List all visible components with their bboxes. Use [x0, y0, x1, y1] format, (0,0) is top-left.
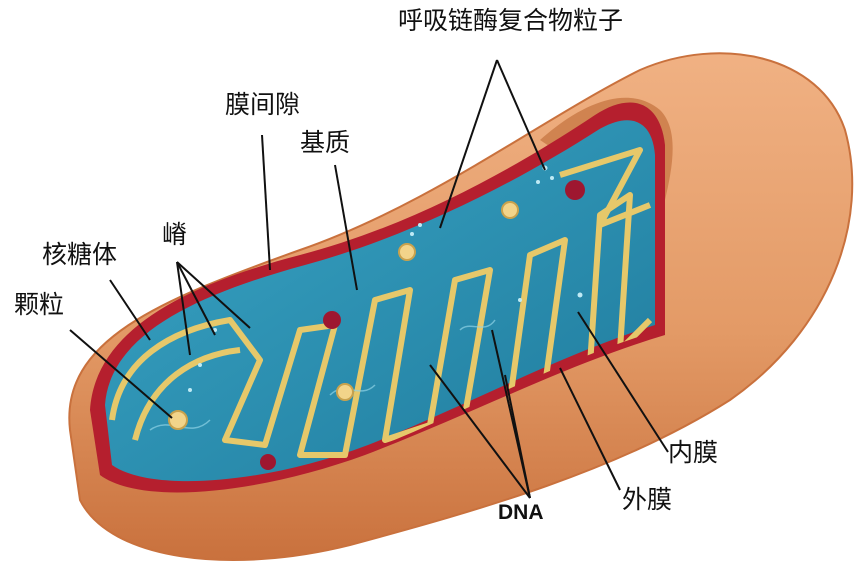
granule-red — [323, 311, 341, 329]
granule-red — [565, 180, 585, 200]
label-ribosome: 核糖体 — [42, 242, 117, 267]
label-inner-membrane: 内膜 — [668, 440, 718, 465]
granule-yellow — [169, 411, 187, 429]
granule-red — [260, 454, 276, 470]
label-intermembrane-space: 膜间隙 — [225, 92, 300, 117]
label-crista: 嵴 — [162, 222, 187, 247]
label-outer-membrane: 外膜 — [622, 487, 672, 512]
granule-yellow — [502, 202, 518, 218]
label-matrix: 基质 — [300, 130, 350, 155]
granule-yellow — [399, 244, 415, 260]
granule-yellow — [337, 384, 353, 400]
label-granule: 颗粒 — [14, 292, 64, 317]
label-dna: DNA — [498, 502, 544, 523]
label-respiratory-complex: 呼吸链酶复合物粒子 — [398, 8, 623, 33]
